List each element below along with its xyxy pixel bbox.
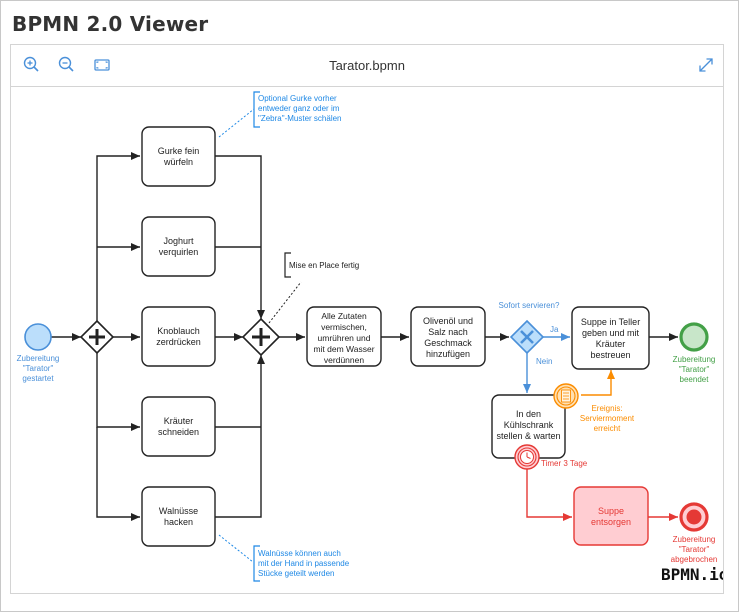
task-knoblauch-line-1: Knoblauch	[157, 326, 200, 336]
message-event-label-2: Serviermoment	[580, 414, 635, 423]
task-kuehlschrank-line-3: stellen & warten	[496, 431, 560, 441]
task-kuehlschrank-line-1: In den	[516, 409, 541, 419]
zoom-out-icon[interactable]	[56, 54, 78, 76]
viewer-toolbar: Tarator.bpmn	[11, 45, 723, 87]
task-entsorgen-line-1: Suppe	[598, 506, 624, 516]
task-teller-line-4: bestreuen	[590, 350, 630, 360]
annotation-mise: Mise en Place fertig	[284, 252, 359, 278]
association-mise	[268, 281, 302, 324]
flow-gurke-to-join[interactable]	[215, 155, 265, 319]
task-entsorgen[interactable]: Suppe entsorgen	[573, 486, 649, 546]
start-event[interactable]	[24, 323, 52, 351]
end-cancel-label-2: "Tarator"	[679, 545, 710, 554]
exclusive-gateway[interactable]	[509, 319, 545, 355]
bpmn-viewer: Tarator.bpmn	[10, 44, 728, 594]
annotation-walnuesse-line-1: Walnüsse können auch	[258, 549, 341, 558]
diagram-canvas: Zubereitung "Tarator" gestartet Gurke fe…	[11, 87, 728, 593]
bpmn-io-logo[interactable]: BPMN.io	[661, 565, 728, 584]
task-olivenoel-line-1: Olivenöl und	[423, 316, 473, 326]
association-walnuesse	[218, 534, 254, 563]
task-teller-line-3: Kräuter	[596, 339, 626, 349]
annotation-walnuesse: Walnüsse können auch mit der Hand in pas…	[253, 545, 350, 582]
task-entsorgen-line-2: entsorgen	[591, 517, 631, 527]
message-event-label-3: erreicht	[594, 424, 621, 433]
start-event-label-2: "Tarator"	[23, 364, 54, 373]
task-teller-line-1: Suppe in Teller	[581, 317, 640, 327]
task-teller-line-2: geben und mit	[582, 328, 640, 338]
flow-no-label: Nein	[536, 357, 552, 366]
task-vermischen-line-5: verdünnen	[324, 355, 364, 365]
annotation-gurke-line-2: entweder ganz oder im	[258, 104, 340, 113]
task-walnuesse-line-2: hacken	[164, 517, 193, 527]
annotation-walnuesse-line-3: Stücke geteilt werden	[258, 569, 335, 578]
flow-yes-label: Ja	[550, 325, 559, 334]
start-event-label-1: Zubereitung	[17, 354, 60, 363]
zoom-in-icon[interactable]	[21, 54, 43, 76]
fullscreen-icon[interactable]	[695, 54, 717, 76]
task-joghurt-line-1: Joghurt	[163, 236, 194, 246]
end-ok-label-1: Zubereitung	[673, 355, 716, 364]
sequence-flows	[51, 152, 678, 521]
task-teller[interactable]: Suppe in Teller geben und mit Kräuter be…	[571, 306, 650, 370]
task-olivenoel-line-4: hinzufügen	[426, 349, 470, 359]
flow-message-to-teller[interactable]	[581, 370, 615, 396]
flow-walnuesse-to-join[interactable]	[215, 355, 265, 518]
task-kuehlschrank-line-2: Kühlschrank	[504, 420, 554, 430]
message-event-label-1: Ereignis:	[591, 404, 622, 413]
task-joghurt-line-2: verquirlen	[159, 247, 199, 257]
page-title: BPMN 2.0 Viewer	[12, 12, 209, 36]
task-kraeuter-line-1: Kräuter	[164, 416, 194, 426]
task-kuehlschrank[interactable]: In den Kühlschrank stellen & warten	[491, 394, 566, 459]
task-olivenoel-line-3: Geschmack	[424, 338, 472, 348]
end-cancel-label-1: Zubereitung	[673, 535, 716, 544]
annotation-gurke-line-1: Optional Gurke vorher	[258, 94, 337, 103]
task-gurke[interactable]: Gurke fein würfeln	[141, 126, 216, 187]
task-vermischen-line-4: mit dem Wasser	[313, 344, 374, 354]
start-event-label-3: gestartet	[22, 374, 54, 383]
timer-event-label: Timer 3 Tage	[541, 459, 588, 468]
task-kraeuter[interactable]: Kräuter schneiden	[141, 396, 216, 457]
parallel-gateway-split[interactable]	[79, 319, 115, 355]
end-ok-label-2: "Tarator"	[679, 365, 710, 374]
task-vermischen[interactable]: Alle Zutaten vermischen, umrühren und mi…	[306, 306, 382, 367]
annotation-gurke-line-3: "Zebra"-Muster schälen	[258, 114, 342, 123]
association-gurke	[218, 108, 255, 138]
task-vermischen-line-2: vermischen,	[321, 322, 367, 332]
end-event-success[interactable]	[679, 322, 709, 352]
task-joghurt[interactable]: Joghurt verquirlen	[141, 216, 216, 277]
message-event[interactable]	[553, 383, 579, 409]
flow-split-to-walnuesse[interactable]	[96, 427, 140, 521]
end-cancel-label-3: abgebrochen	[671, 555, 718, 564]
flow-timer-to-entsorgen[interactable]	[526, 469, 572, 521]
parallel-gateway-join[interactable]	[241, 317, 281, 357]
annotation-gurke: Optional Gurke vorher entweder ganz oder…	[253, 91, 342, 128]
annotation-mise-line-1: Mise en Place fertig	[289, 261, 359, 270]
task-vermischen-line-1: Alle Zutaten	[321, 311, 367, 321]
flow-split-to-gurke[interactable]	[96, 152, 140, 321]
task-walnuesse-line-1: Walnüsse	[159, 506, 198, 516]
task-knoblauch-line-2: zerdrücken	[156, 337, 201, 347]
flow-split-to-kraeuter[interactable]	[96, 353, 140, 431]
annotation-walnuesse-line-2: mit der Hand in passende	[258, 559, 350, 568]
task-vermischen-line-3: umrühren und	[318, 333, 371, 343]
fit-view-icon[interactable]	[91, 54, 113, 76]
task-kraeuter-line-2: schneiden	[158, 427, 199, 437]
end-event-cancel[interactable]	[679, 502, 709, 532]
task-walnuesse[interactable]: Walnüsse hacken	[141, 486, 216, 547]
task-olivenoel-line-2: Salz nach	[428, 327, 468, 337]
task-olivenoel[interactable]: Olivenöl und Salz nach Geschmack hinzufü…	[410, 306, 486, 367]
task-gurke-line-2: würfeln	[163, 157, 193, 167]
task-knoblauch[interactable]: Knoblauch zerdrücken	[141, 306, 216, 367]
timer-event[interactable]	[514, 444, 540, 470]
end-ok-label-3: beendet	[680, 375, 710, 384]
gateway-question: Sofort servieren?	[499, 301, 560, 310]
task-gurke-line-1: Gurke fein	[158, 146, 200, 156]
file-name: Tarator.bpmn	[329, 58, 405, 73]
